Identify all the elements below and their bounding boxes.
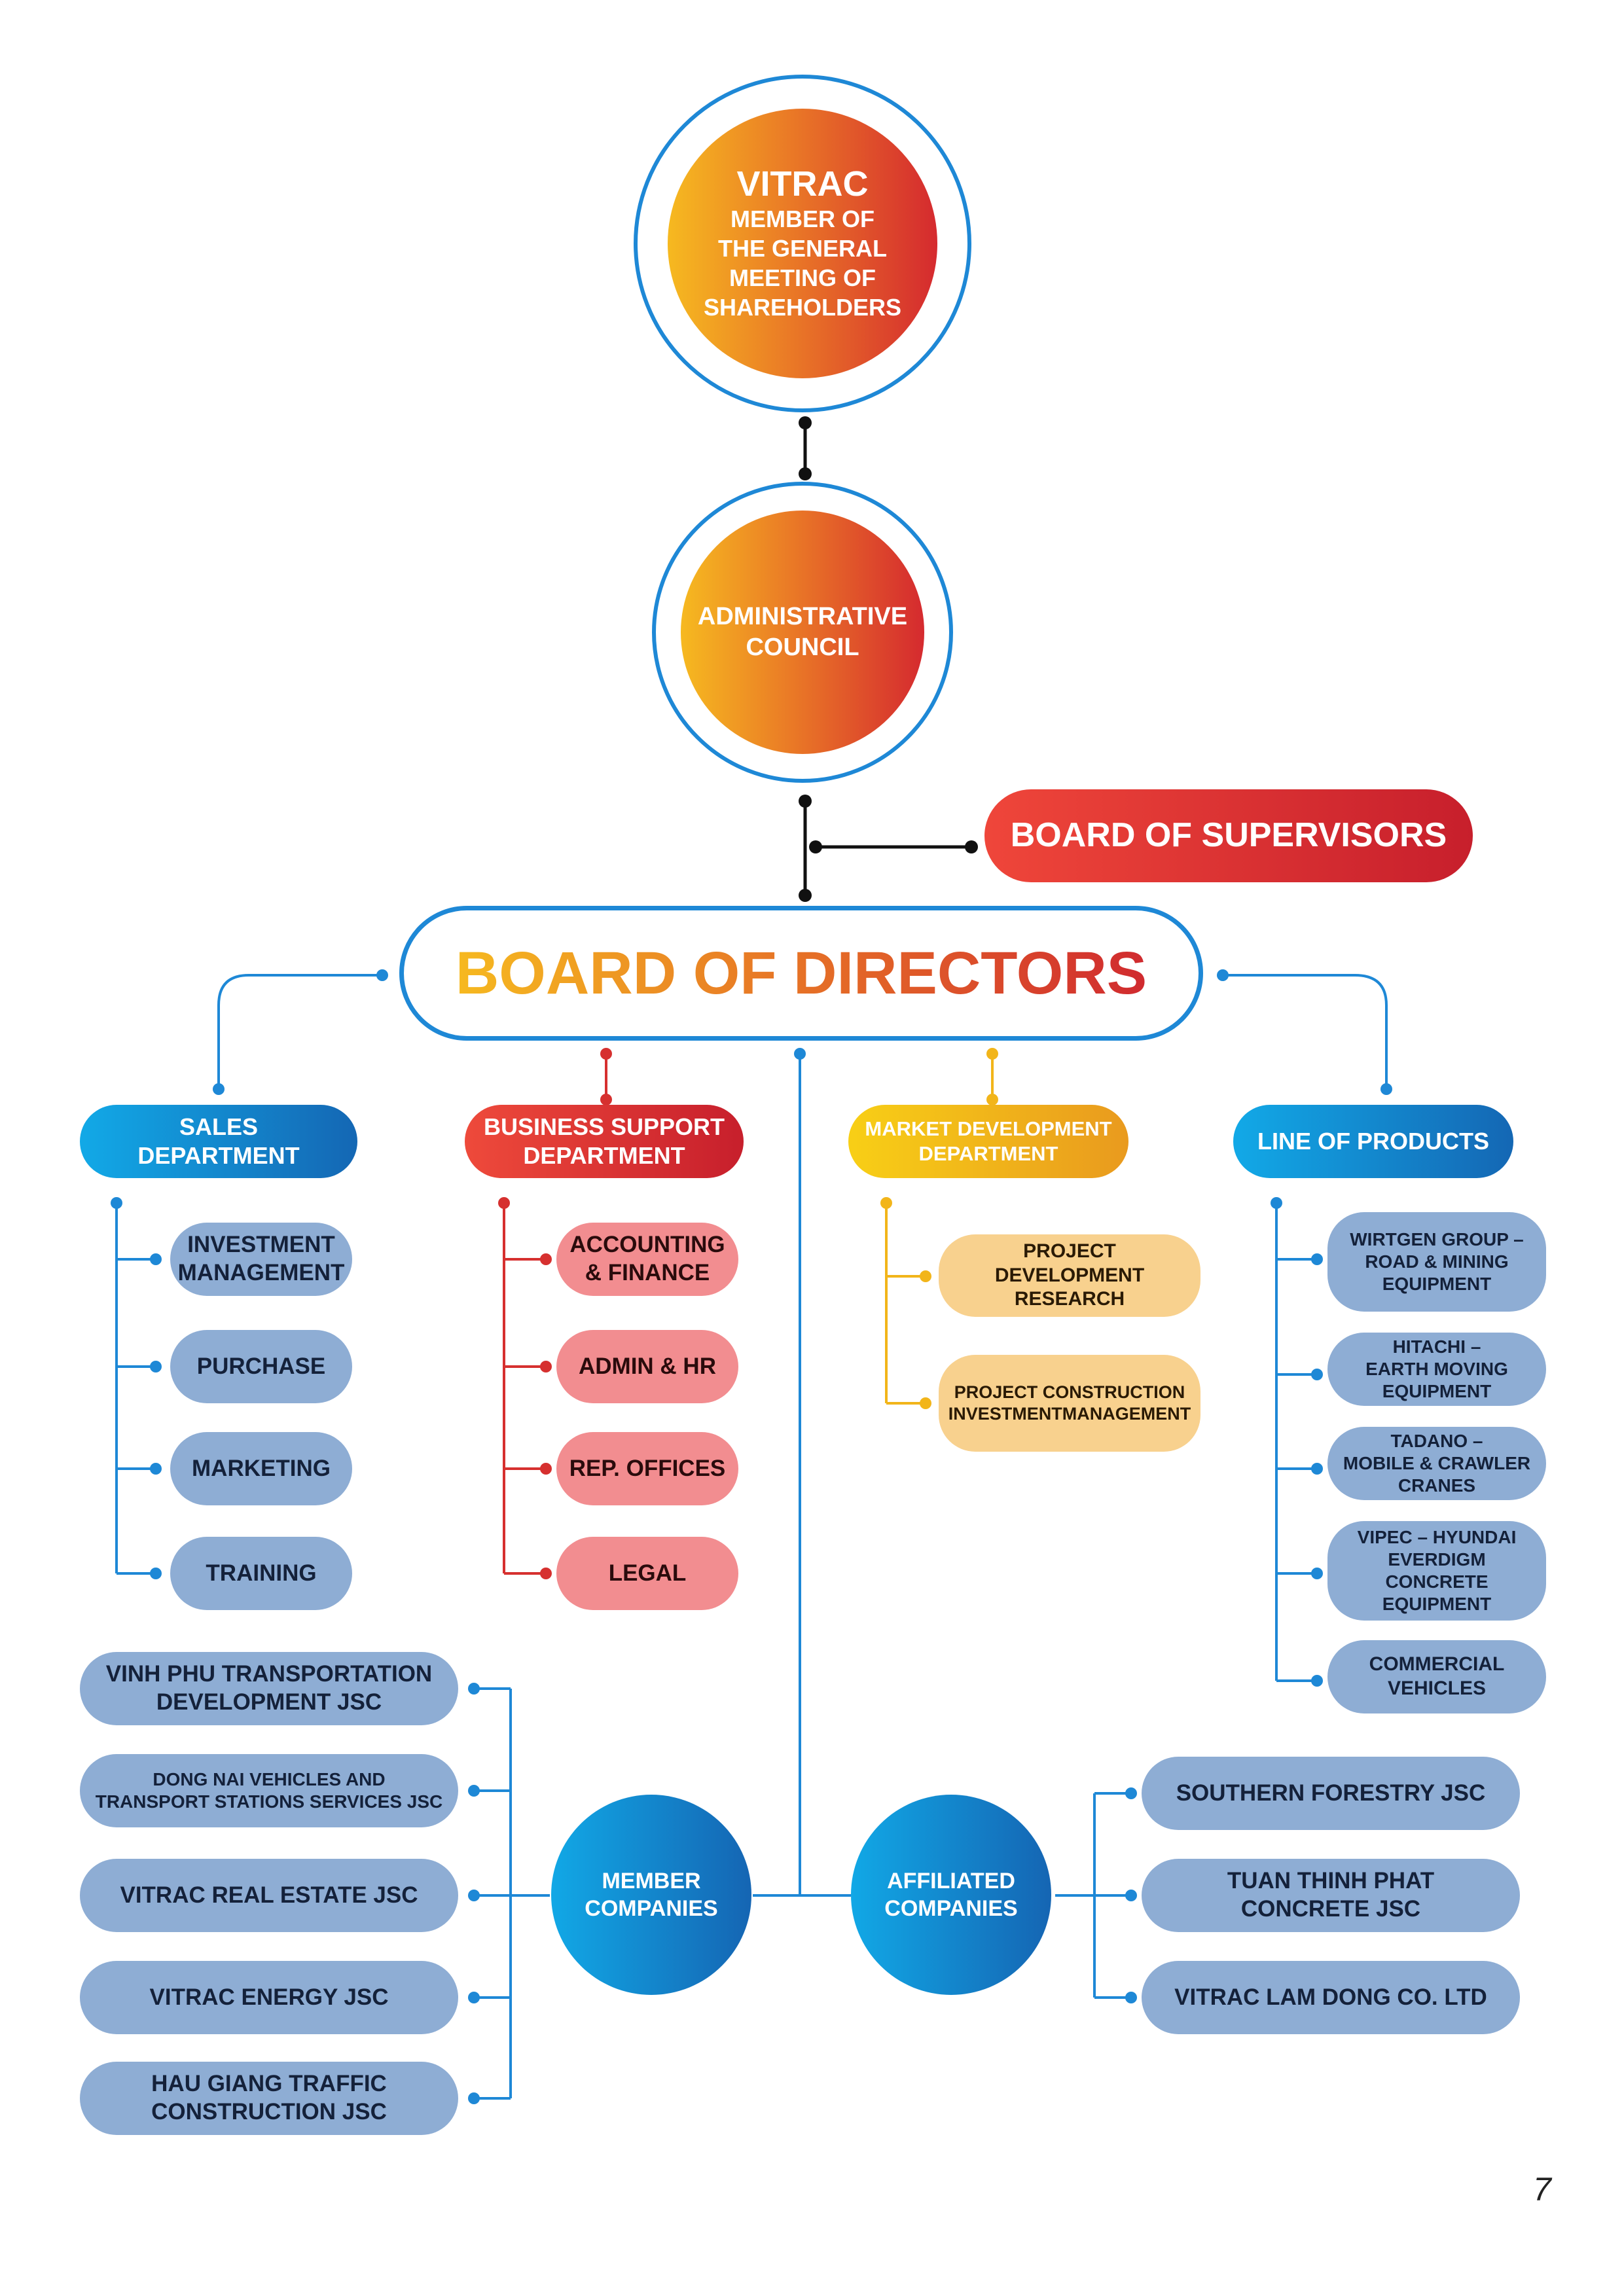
page-number: 7: [1533, 2171, 1551, 2208]
member-company-dong-nai: DONG NAI VEHICLES AND TRANSPORT STATIONS…: [80, 1754, 458, 1827]
product-item-commercial-vehicles: COMMERCIAL VEHICLES: [1327, 1640, 1546, 1713]
support-item-accounting-finance: ACCOUNTING & FINANCE: [556, 1223, 738, 1296]
affiliated-company-vitrac-lam-dong: VITRAC LAM DONG CO. LTD: [1142, 1961, 1520, 2034]
product-item-label: TADANO – MOBILE & CRAWLER CRANES: [1343, 1430, 1531, 1496]
market-item-project-development: PROJECT DEVELOPMENT RESEARCH: [939, 1234, 1200, 1317]
support-item-label: ADMIN & HR: [579, 1353, 716, 1379]
market-item-project-construction: PROJECT CONSTRUCTION INVESTMENTMANAGEMEN…: [939, 1355, 1200, 1452]
member-company-label: VINH PHU TRANSPORTATION DEVELOPMENT JSC: [105, 1661, 433, 1715]
council-ring: [652, 482, 953, 783]
member-companies-label: MEMBER COMPANIES: [585, 1868, 718, 1922]
product-item-label: WIRTGEN GROUP – ROAD & MINING EQUIPMENT: [1350, 1229, 1524, 1295]
support-item-admin-hr: ADMIN & HR: [556, 1330, 738, 1403]
product-item-label: COMMERCIAL VEHICLES: [1369, 1653, 1505, 1699]
shareholders-ring: [634, 75, 971, 412]
sales-item-marketing: MARKETING: [170, 1432, 352, 1505]
product-item-wirtgen: WIRTGEN GROUP – ROAD & MINING EQUIPMENT: [1327, 1212, 1546, 1312]
product-item-label: HITACHI – EARTH MOVING EQUIPMENT: [1365, 1336, 1508, 1402]
board-of-directors: BOARD OF DIRECTORS: [399, 906, 1203, 1041]
support-item-legal: LEGAL: [556, 1537, 738, 1610]
sales-item-label: INVESTMENT MANAGEMENT: [177, 1232, 345, 1285]
affiliated-company-label: TUAN THINH PHAT CONCRETE JSC: [1227, 1868, 1435, 1922]
market-item-label: PROJECT DEVELOPMENT RESEARCH: [994, 1240, 1145, 1310]
market-development-department: MARKET DEVELOPMENT DEPARTMENT: [848, 1105, 1128, 1178]
shareholders-title: VITRAC: [736, 164, 869, 204]
member-companies-node: MEMBER COMPANIES: [551, 1795, 751, 1995]
supervisors-label: BOARD OF SUPERVISORS: [1010, 816, 1447, 855]
member-company-vitrac-energy: VITRAC ENERGY JSC: [80, 1961, 458, 2034]
shareholders-subtitle: MEMBER OF THE GENERAL MEETING OF SHAREHO…: [703, 205, 902, 321]
sales-item-investment-management: INVESTMENT MANAGEMENT: [170, 1223, 352, 1296]
shareholders-node: VITRAC MEMBER OF THE GENERAL MEETING OF …: [668, 109, 937, 378]
member-company-vitrac-real-estate: VITRAC REAL ESTATE JSC: [80, 1859, 458, 1932]
affiliated-company-label: SOUTHERN FORESTRY JSC: [1176, 1780, 1486, 1806]
board-of-supervisors: BOARD OF SUPERVISORS: [984, 789, 1473, 882]
member-company-hau-giang: HAU GIANG TRAFFIC CONSTRUCTION JSC: [80, 2062, 458, 2135]
sales-department: SALES DEPARTMENT: [80, 1105, 357, 1178]
member-company-label: HAU GIANG TRAFFIC CONSTRUCTION JSC: [151, 2071, 387, 2125]
support-item-label: ACCOUNTING & FINANCE: [569, 1232, 725, 1285]
business-support-department: BUSINESS SUPPORT DEPARTMENT: [465, 1105, 744, 1178]
support-item-label: LEGAL: [608, 1560, 687, 1586]
affiliated-companies-node: AFFILIATED COMPANIES: [851, 1795, 1051, 1995]
administrative-council-node: ADMINISTRATIVE COUNCIL: [681, 511, 924, 754]
sales-item-label: MARKETING: [192, 1455, 331, 1481]
member-company-vinh-phu: VINH PHU TRANSPORTATION DEVELOPMENT JSC: [80, 1652, 458, 1725]
sales-item-training: TRAINING: [170, 1537, 352, 1610]
sales-department-label: SALES DEPARTMENT: [137, 1113, 300, 1169]
affiliated-companies-label: AFFILIATED COMPANIES: [884, 1868, 1018, 1922]
support-item-label: REP. OFFICES: [569, 1455, 726, 1481]
support-item-rep-offices: REP. OFFICES: [556, 1432, 738, 1505]
member-company-label: VITRAC ENERGY JSC: [149, 1984, 389, 2010]
product-item-label: VIPEC – HYUNDAI EVERDIGM CONCRETE EQUIPM…: [1357, 1526, 1517, 1615]
affiliated-company-southern-forestry: SOUTHERN FORESTRY JSC: [1142, 1757, 1520, 1830]
affiliated-company-label: VITRAC LAM DONG CO. LTD: [1174, 1984, 1487, 2010]
market-development-label: MARKET DEVELOPMENT DEPARTMENT: [865, 1117, 1112, 1165]
line-of-products-label: LINE OF PRODUCTS: [1257, 1128, 1489, 1155]
directors-label: BOARD OF DIRECTORS: [456, 937, 1147, 1010]
product-item-vipec: VIPEC – HYUNDAI EVERDIGM CONCRETE EQUIPM…: [1327, 1521, 1546, 1621]
council-label: ADMINISTRATIVE COUNCIL: [697, 602, 908, 662]
sales-item-label: TRAINING: [206, 1560, 317, 1586]
sales-item-purchase: PURCHASE: [170, 1330, 352, 1403]
member-company-label: DONG NAI VEHICLES AND TRANSPORT STATIONS…: [95, 1768, 443, 1812]
business-support-label: BUSINESS SUPPORT DEPARTMENT: [483, 1113, 725, 1169]
product-item-tadano: TADANO – MOBILE & CRAWLER CRANES: [1327, 1427, 1546, 1500]
market-item-label: PROJECT CONSTRUCTION INVESTMENTMANAGEMEN…: [948, 1382, 1191, 1424]
affiliated-company-tuan-thinh-phat: TUAN THINH PHAT CONCRETE JSC: [1142, 1859, 1520, 1932]
product-item-hitachi: HITACHI – EARTH MOVING EQUIPMENT: [1327, 1333, 1546, 1406]
member-company-label: VITRAC REAL ESTATE JSC: [120, 1882, 418, 1908]
line-of-products: LINE OF PRODUCTS: [1233, 1105, 1513, 1178]
sales-item-label: PURCHASE: [196, 1353, 326, 1379]
